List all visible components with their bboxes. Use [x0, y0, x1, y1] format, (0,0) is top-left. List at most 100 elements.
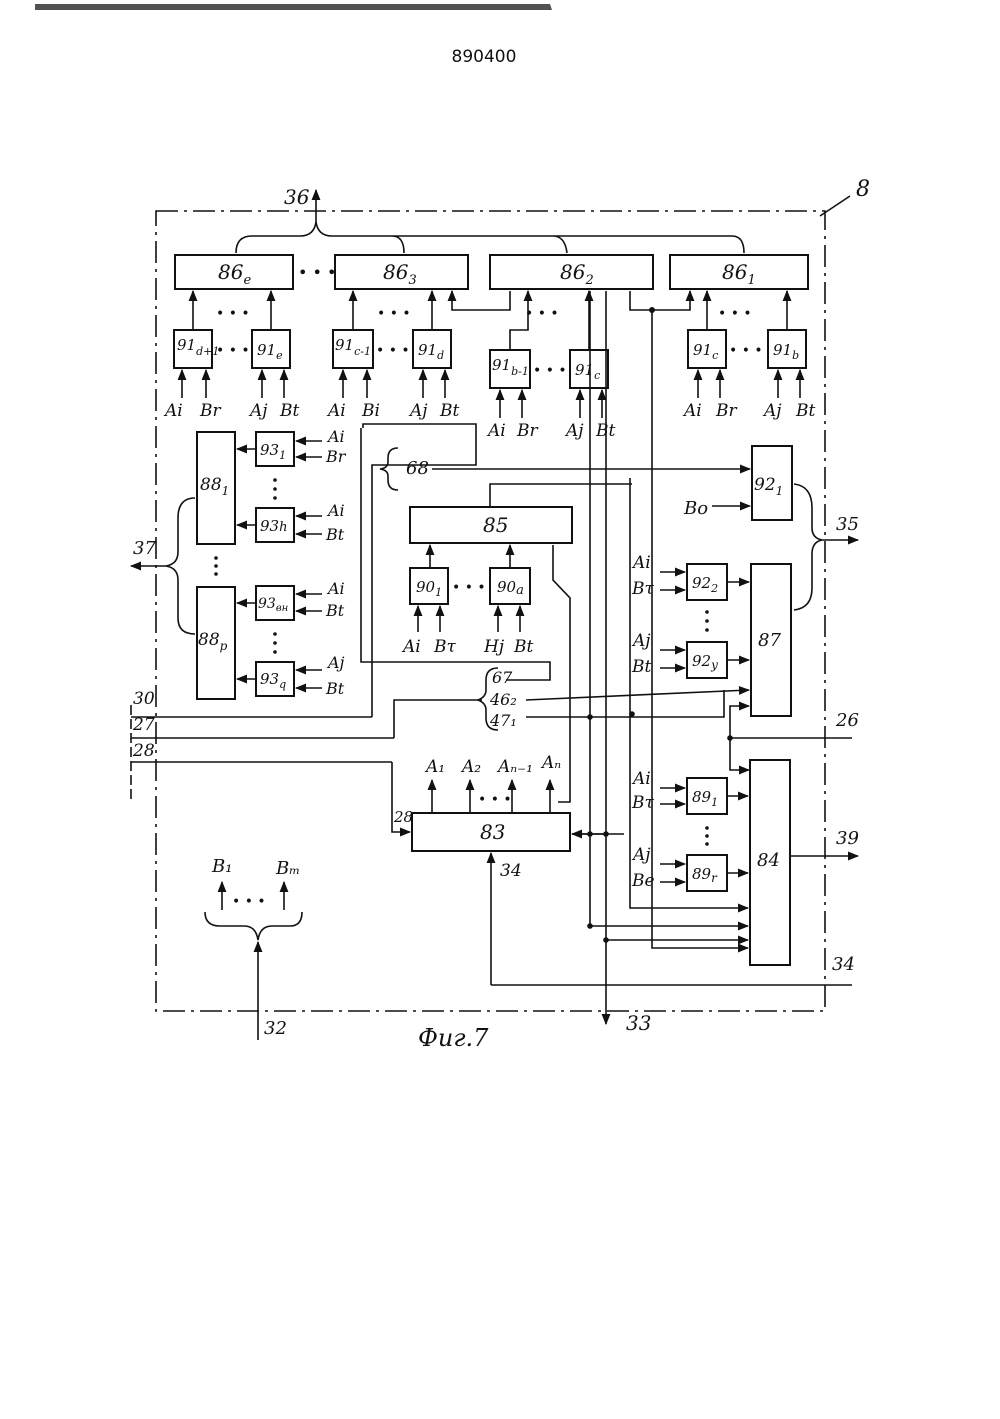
block-91c-right: 91c — [688, 330, 726, 368]
signal-label: Ai — [326, 501, 345, 520]
signal-label: Aj — [326, 653, 345, 672]
block-label: 84 — [757, 850, 780, 871]
block-87: 87 — [751, 564, 791, 716]
block-89r: 89r — [687, 855, 727, 891]
bus-33-label: 33 — [626, 1011, 651, 1035]
signal-label: Bt — [325, 679, 345, 698]
left-input-wires — [131, 424, 550, 832]
block-863: 863 — [335, 255, 468, 289]
ellipsis-top: • • • — [525, 306, 559, 322]
bus-30-label: 30 — [133, 689, 155, 709]
block-label: 83 — [480, 820, 505, 844]
figure-caption: Фиг.7 — [418, 1024, 489, 1052]
doc-number: 890400 — [452, 47, 517, 67]
signal-label: Aj — [631, 845, 651, 865]
signal-label: Bτ — [631, 579, 654, 599]
ellipsis-a: • • • — [478, 792, 512, 808]
signal-label: Ai — [486, 421, 506, 441]
signal-label: Ai — [631, 769, 651, 789]
scan-edge-mark — [35, 4, 552, 10]
ellipsis-91: • • • — [533, 363, 567, 379]
signal-label: Bi — [361, 401, 380, 421]
wires-46-47 — [526, 690, 749, 720]
brace-32 — [205, 912, 302, 940]
signal-label: Bt — [795, 401, 815, 421]
signal-label: Aj — [408, 401, 428, 421]
signal-label: Aj — [248, 401, 268, 421]
signal-label: Aj — [631, 631, 651, 651]
bus-36-label: 36 — [284, 185, 310, 209]
signal-label: Bt — [439, 401, 459, 421]
block-88p: 88p — [197, 587, 235, 699]
bus-27-label: 27 — [132, 715, 155, 735]
signal-label: Ai — [682, 401, 702, 421]
output-label-a: Aₙ — [540, 753, 561, 773]
signal-label: Br — [516, 421, 538, 441]
output-label-b: B₁ — [211, 856, 232, 877]
block-93bh: 93вн — [256, 586, 294, 620]
signal-label: Bt — [513, 637, 533, 657]
block-83: 83 — [412, 813, 570, 851]
bus-35-label: 35 — [836, 514, 859, 535]
bus-28-label: 28 — [132, 741, 155, 761]
signal-label: Bt — [279, 401, 299, 421]
block-label: 85 — [483, 513, 508, 537]
unit-leader — [820, 196, 850, 216]
block-91c1: 91c-1 — [333, 330, 373, 368]
output-labels-a: A₁ A₂ Aₙ₋₁ Aₙ — [424, 753, 561, 777]
ellipsis-86: • • • — [298, 263, 336, 282]
output-label-a: A₂ — [460, 757, 481, 777]
signal-label: Bo — [683, 498, 708, 519]
signal-labels-93: Ai Br Ai Bt Ai Bt Aj Bt — [325, 427, 347, 698]
block-92y: 92y — [687, 642, 727, 678]
block-91c: 91c — [570, 350, 608, 388]
block-922: 922 — [687, 564, 727, 600]
bus-47-label: 47₁ — [489, 711, 517, 730]
ellipsis-91: • • • — [216, 343, 250, 359]
bus-26-label: 26 — [835, 710, 859, 731]
block-84: 84 — [750, 760, 790, 965]
ellipsis-top: • • • — [377, 306, 411, 322]
wire-26-split — [730, 706, 749, 738]
bus-37-label: 37 — [133, 538, 156, 559]
block-93h: 93h — [256, 508, 294, 542]
signal-label: Bτ — [631, 793, 654, 813]
block-901: 901 — [410, 568, 448, 604]
signal-label: Ai — [163, 401, 183, 421]
signal-label: Br — [715, 401, 737, 421]
block-91b1: 91b-1 — [490, 350, 530, 388]
bus-39-label: 39 — [836, 828, 859, 849]
block-881: 881 — [197, 432, 235, 544]
signal-label: Bτ — [433, 637, 456, 657]
bus-34-label: 34 — [832, 954, 855, 975]
brace-37 — [166, 498, 195, 634]
bus-34-inner-label: 34 — [500, 861, 522, 881]
block-91b: 91b — [768, 330, 806, 368]
ellipsis-b: • • • — [232, 894, 266, 910]
unit-label: 8 — [856, 177, 870, 202]
block-86e: 86e — [175, 255, 293, 289]
block-label: 93h — [260, 517, 287, 535]
block-931: 931 — [256, 432, 294, 466]
brace-35 — [794, 484, 822, 610]
brace-36 — [236, 222, 744, 253]
block-91d1: 91d+1 — [174, 330, 219, 368]
signal-label: Aj — [564, 421, 584, 441]
signal-labels-92: Ai Bτ Aj Bt — [631, 553, 654, 677]
signal-label: Ai — [326, 401, 346, 421]
block-921: 921 — [752, 446, 792, 520]
signal-label: Aj — [762, 401, 782, 421]
signal-label: Br — [325, 447, 347, 466]
block-891: 891 — [687, 778, 727, 814]
ellipsis-top: • • • — [216, 306, 250, 322]
block-93q: 93q — [256, 662, 294, 696]
ellipsis-top: • • • — [718, 306, 752, 322]
block-91d: 91d — [413, 330, 451, 368]
ellipsis-91: • • • — [729, 343, 763, 359]
signal-label: Ai — [326, 427, 345, 446]
signal-label: Ai — [326, 579, 345, 598]
block-862: 862 — [490, 255, 653, 289]
signal-labels-89: Ai Bτ Aj Be — [631, 769, 655, 891]
